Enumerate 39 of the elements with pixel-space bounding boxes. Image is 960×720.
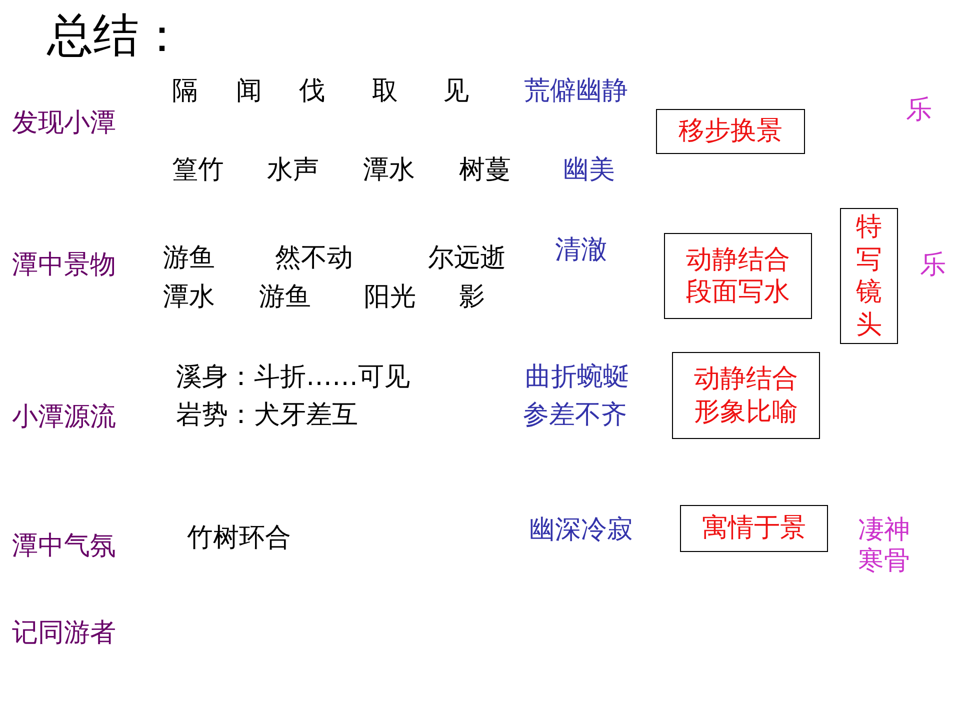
title: 总结： xyxy=(47,8,185,64)
keyword: 游鱼 xyxy=(259,282,311,314)
row-heading: 潭中气氛 xyxy=(12,531,116,562)
feature-text: 参差不齐 xyxy=(523,400,627,432)
feature-text: 幽深冷寂 xyxy=(529,515,633,546)
keyword: 溪身：斗折……可见 xyxy=(176,362,410,394)
row-heading: 小潭源流 xyxy=(12,402,116,434)
feature-text: 幽美 xyxy=(563,155,615,186)
keyword: 潭水 xyxy=(163,282,215,314)
keyword: 潭水 xyxy=(363,155,415,186)
keyword: 阳光 xyxy=(364,282,416,314)
method-box: 特写镜头 xyxy=(840,208,898,344)
keyword: 然不动 xyxy=(275,243,353,274)
row-heading: 发现小潭 xyxy=(12,108,116,140)
feeling-text: 凄神寒骨 xyxy=(858,515,911,578)
keyword: 隔 xyxy=(172,76,198,108)
keyword: 伐 xyxy=(299,76,325,108)
feeling-text: 乐 xyxy=(920,250,946,282)
feature-text: 清澈 xyxy=(555,235,607,266)
keyword: 闻 xyxy=(236,76,262,108)
keyword: 水声 xyxy=(267,155,319,186)
keyword: 岩势：犬牙差互 xyxy=(176,400,358,432)
keyword: 竹树环合 xyxy=(187,523,291,554)
feature-text: 曲折蜿蜒 xyxy=(525,362,629,394)
method-box: 寓情于景 xyxy=(680,505,828,552)
row-heading: 潭中景物 xyxy=(12,250,116,282)
method-box: 动静结合段面写水 xyxy=(664,233,812,319)
keyword: 尔远逝 xyxy=(428,243,506,274)
feature-text: 荒僻幽静 xyxy=(524,76,628,108)
keyword: 见 xyxy=(443,76,469,108)
method-box: 动静结合形象比喻 xyxy=(672,352,820,439)
keyword: 树蔓 xyxy=(459,155,511,186)
feeling-text: 乐 xyxy=(906,95,932,126)
keyword: 游鱼 xyxy=(163,243,215,274)
method-box: 移步换景 xyxy=(656,109,805,154)
row-heading: 记同游者 xyxy=(12,618,116,650)
keyword: 影 xyxy=(459,282,485,314)
keyword: 取 xyxy=(372,76,398,108)
keyword: 篁竹 xyxy=(172,155,224,186)
